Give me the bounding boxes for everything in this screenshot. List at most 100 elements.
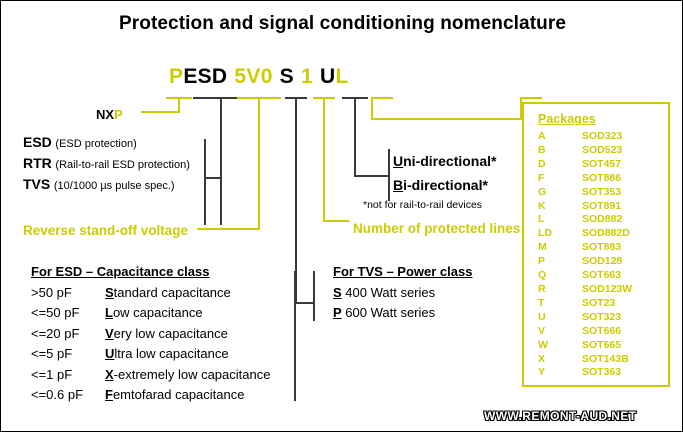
table-row: F SOT886	[538, 172, 632, 186]
esd-class: Very low capacitance	[105, 325, 228, 341]
tvs-desc: 600 Watt series	[345, 305, 436, 320]
package-name: SOT363	[582, 366, 622, 379]
tvs-letter: P	[333, 305, 342, 320]
manufacturer-prefix: NX	[96, 107, 115, 122]
connector-s-stem	[295, 97, 297, 302]
watermark: WWW.REMONT-AUD.NET	[484, 409, 637, 423]
technology-key: TVS	[23, 176, 51, 192]
esd-class: Femtofarad capacitance	[105, 387, 245, 402]
connector-s-branch-left	[294, 271, 296, 401]
esd-class: Low capacitance	[105, 305, 203, 320]
package-code: U	[538, 310, 546, 323]
table-row: X SOT143B	[538, 353, 632, 367]
package-code: X	[538, 352, 546, 365]
esd-value: <=50 pF	[31, 305, 80, 320]
package-code: Y	[538, 366, 546, 379]
package-name: SOD882D	[582, 227, 630, 240]
table-row: LD SOD882D	[538, 227, 632, 241]
table-row: G SOT353	[538, 186, 632, 200]
table-row: <=1 pF X-extremely low capacitance	[31, 365, 270, 386]
technology-key: RTR	[23, 155, 52, 171]
connector-u-elbow	[354, 175, 390, 177]
connector-s-merge	[294, 302, 314, 304]
connector-u-stem	[354, 97, 356, 177]
package-name: SOD523	[582, 143, 623, 156]
connector-1-stem	[323, 97, 325, 222]
code-segment-l: L	[335, 65, 349, 88]
package-name: SOD882	[582, 213, 623, 226]
connector-l-run	[371, 118, 522, 120]
tvs-table-header: For TVS – Power class	[333, 264, 473, 279]
code-segment-p: P	[169, 65, 184, 88]
technology-item-rtr: RTR (Rail-to-rail ESD protection)	[23, 154, 190, 175]
table-row: S 400 Watt series	[333, 283, 472, 304]
package-name: SOT457	[582, 157, 622, 170]
connector-pkg-top	[520, 97, 542, 99]
esd-capacitance-table: For ESD – Capacitance class >50 pF Stand…	[31, 262, 270, 406]
table-row: B SOD523	[538, 144, 632, 158]
package-code: B	[538, 143, 546, 156]
connector-5v0-elbow	[197, 228, 260, 230]
connector-pkg-stem	[520, 97, 522, 119]
package-code: D	[538, 157, 546, 170]
package-name: SOD323	[582, 130, 623, 142]
table-row: <=5 pF Ultra low capacitance	[31, 344, 270, 365]
package-code: R	[538, 282, 546, 295]
technology-item-esd: ESD (ESD protection)	[23, 133, 190, 154]
directionality-item-bi: Bi-directional*	[393, 177, 488, 193]
package-name: SOT143B	[582, 352, 629, 365]
package-code: F	[538, 171, 545, 184]
manufacturer-label: NXP	[96, 107, 123, 122]
code-segment-esd: ESD	[183, 65, 228, 88]
connector-p-elbow	[141, 111, 180, 113]
esd-value: <=5 pF	[31, 346, 73, 361]
table-row: P 600 Watt series	[333, 303, 472, 324]
package-code: W	[538, 338, 548, 351]
table-row: D SOT457	[538, 158, 632, 172]
connector-s-branch-right	[313, 271, 315, 321]
code-segment-u: U	[319, 65, 336, 88]
table-row: <=0.6 pF Femtofarad capacitance	[31, 385, 270, 406]
code-segment-5v0: 5V0	[234, 65, 273, 88]
table-row: Y SOT363	[538, 366, 632, 380]
technology-item-tvs: TVS (10/1000 µs pulse spec.)	[23, 175, 190, 196]
page-title: Protection and signal conditioning nomen…	[118, 13, 566, 34]
technology-desc: (Rail-to-rail ESD protection)	[55, 159, 190, 171]
connector-tech-bracket-horz	[204, 177, 222, 179]
connector-l-top	[371, 97, 393, 99]
technology-definitions: ESD (ESD protection) RTR (Rail-to-rail E…	[23, 133, 190, 196]
package-name: SOT353	[582, 185, 622, 198]
esd-class: Standard capacitance	[105, 284, 231, 300]
directionality-list: Uni-directional* Bi-directional*	[393, 149, 496, 197]
packages-header: Packages	[538, 112, 596, 126]
package-code: LD	[538, 227, 552, 240]
reverse-standoff-voltage-label: Reverse stand-off voltage	[23, 223, 189, 238]
technology-key: ESD	[23, 134, 52, 150]
connector-p-stem	[178, 97, 180, 113]
esd-class: Ultra low capacitance	[105, 346, 229, 361]
tvs-power-table: For TVS – Power class S 400 Watt series …	[333, 262, 472, 324]
package-code: G	[538, 185, 547, 198]
code-segment-s: S	[279, 65, 294, 88]
package-code: L	[538, 213, 545, 226]
protected-lines-label: Number of protected lines	[353, 221, 521, 236]
package-name: SOT886	[582, 171, 622, 184]
package-name: SOT323	[582, 310, 622, 323]
package-name: SOT883	[582, 241, 622, 254]
esd-class: X-extremely low capacitance	[105, 366, 271, 382]
package-name: SOT23	[582, 296, 616, 309]
connector-l-stem	[371, 97, 373, 119]
package-code: V	[538, 324, 546, 337]
part-number-code: PESD 5V0 S 1 UL	[169, 65, 349, 89]
tvs-letter: S	[333, 284, 342, 300]
